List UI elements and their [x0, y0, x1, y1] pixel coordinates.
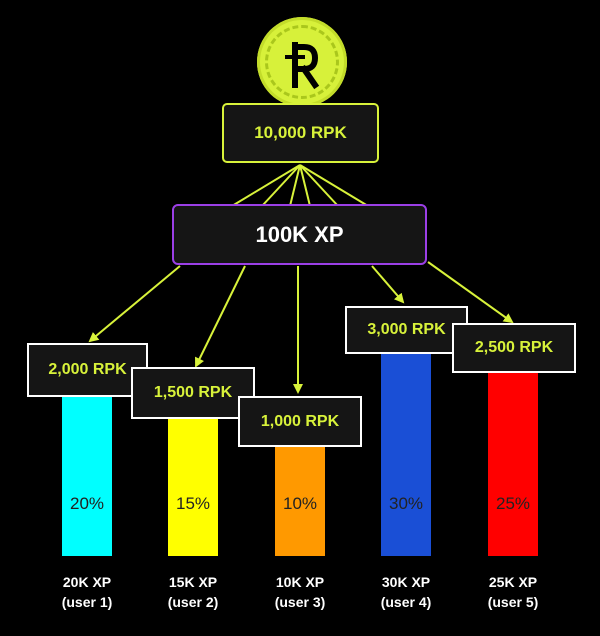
- xp-value-user-1: 20K XP: [62, 574, 112, 590]
- xp-value-user-5: 25K XP: [488, 574, 538, 590]
- rpk-label-user-2: 1,500 RPK: [153, 384, 233, 401]
- rpk-box-user-5: 2,500 RPK: [452, 323, 576, 373]
- rpk-label-user-4: 3,000 RPK: [367, 321, 446, 338]
- percent-user-2: 15%: [175, 494, 211, 513]
- bar-user-5: 25%: [488, 372, 538, 556]
- fan-lines: [231, 164, 369, 207]
- user-name-1: (user 1): [61, 594, 113, 610]
- bar-user-2: 15%: [168, 417, 218, 556]
- user-name-4: (user 4): [380, 594, 432, 610]
- xp-value-user-4: 30K XP: [381, 574, 431, 590]
- user-name-5: (user 5): [487, 594, 539, 610]
- arrow-user-4: [371, 265, 405, 304]
- rpk-coin-logo: [257, 17, 347, 107]
- total-rpk-box: 10,000 RPK: [222, 103, 379, 163]
- rpk-box-user-2: 1,500 RPK: [131, 367, 255, 419]
- rpk-box-user-3: 1,000 RPK: [238, 396, 362, 447]
- rpk-label-user-1: 2,000 RPK: [48, 361, 127, 378]
- percent-user-5: 25%: [495, 494, 531, 513]
- r-logo-icon: [285, 42, 320, 90]
- total-xp-label: 100K XP: [255, 221, 344, 247]
- xp-label-user-3: 10K XP (user 3): [250, 572, 350, 612]
- percent-user-3: 10%: [282, 494, 318, 513]
- user-name-3: (user 3): [274, 594, 326, 610]
- user-name-2: (user 2): [167, 594, 219, 610]
- percent-user-1: 20%: [69, 494, 105, 513]
- xp-value-user-3: 10K XP: [275, 574, 325, 590]
- bar-user-1: 20%: [62, 394, 112, 556]
- arrow-user-2: [195, 265, 246, 368]
- total-xp-box: 100K XP: [172, 204, 427, 265]
- arrow-user-1: [88, 265, 181, 343]
- xp-label-user-2: 15K XP (user 2): [143, 572, 243, 612]
- rpk-label-user-3: 1,000 RPK: [260, 412, 340, 430]
- xp-label-user-5: 25K XP (user 5): [463, 572, 563, 612]
- xp-label-user-4: 30K XP (user 4): [356, 572, 456, 612]
- arrow-user-5: [427, 261, 514, 324]
- xp-label-user-1: 20K XP (user 1): [37, 572, 137, 612]
- bar-user-3: 10%: [275, 445, 325, 556]
- rpk-label-user-5: 2,500 RPK: [474, 339, 554, 356]
- total-rpk-label: 10,000 RPK: [254, 123, 347, 142]
- bar-user-4: 30%: [381, 352, 431, 556]
- percent-user-4: 30%: [388, 494, 424, 513]
- rpk-box-user-4: 3,000 RPK: [345, 306, 468, 354]
- rpk-box-user-1: 2,000 RPK: [27, 343, 148, 397]
- xp-value-user-2: 15K XP: [168, 574, 218, 590]
